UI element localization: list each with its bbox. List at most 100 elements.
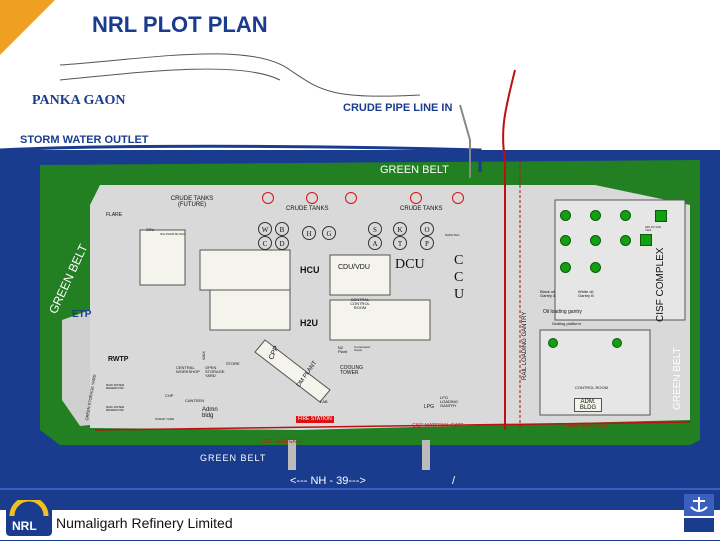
village-label: PANKA GAON xyxy=(32,93,126,108)
admin-bldg-label: Admn bldg xyxy=(202,407,218,419)
tank-a: A xyxy=(368,236,382,250)
crude-tanks-future-label: CRUDE TANKS (FUTURE) xyxy=(170,196,214,208)
lpg-label: LPG xyxy=(424,404,435,410)
kv-yard-label: 220 KV GIS Yard xyxy=(645,225,661,232)
scrap-label: SCRAP YARD xyxy=(155,417,175,421)
lpg-loading-label: LPG LOADING GANTRY xyxy=(440,395,459,408)
power-plant-strip xyxy=(254,339,331,403)
cisf-block-1 xyxy=(640,234,652,246)
sru-label: SRU xyxy=(146,227,155,232)
corner-triangle xyxy=(0,0,55,55)
tree-3 xyxy=(620,210,631,221)
fence-line xyxy=(94,421,691,431)
green-belt-right-label: GREEN BELT xyxy=(672,347,683,410)
tree-8 xyxy=(590,262,601,273)
anchor-icon xyxy=(684,494,714,516)
rwtp-label: RWTP xyxy=(108,356,129,363)
page-title: NRL PLOT PLAN xyxy=(92,12,268,37)
tank-red-4 xyxy=(410,192,422,204)
naphtha-label: NAPHTHA xyxy=(445,233,460,237)
tree-5 xyxy=(590,235,601,246)
raw-water-2-label: RAW WATER RESERVOIR xyxy=(106,405,125,412)
unit-block xyxy=(329,254,391,296)
company-name: Numaligarh Refinery Limited xyxy=(56,515,233,531)
highway-label: <--- NH - 39---> xyxy=(290,475,366,487)
raw-water-label: RAW WATER RESERVOIR xyxy=(106,383,125,390)
green-belt-bottom-label: GREEN BELT xyxy=(200,453,267,463)
logo-text: NRL xyxy=(12,519,37,533)
tank-g: G xyxy=(322,226,336,240)
highway-line xyxy=(0,488,720,490)
storage-band xyxy=(62,310,90,426)
tank-red-2 xyxy=(306,192,318,204)
tank-b: B xyxy=(275,222,289,236)
cisf-block-2 xyxy=(655,210,667,222)
crude-tanks-right-label: CRUDE TANKS xyxy=(400,206,443,212)
tank-red-3 xyxy=(345,192,357,204)
central-control-room-label: CENTRAL CONTROL ROOM xyxy=(350,297,370,310)
tree-9 xyxy=(548,338,558,348)
sealing-platform-label: Sealing platform xyxy=(552,321,581,326)
storm-water-channel xyxy=(0,144,482,172)
store-label: STORE xyxy=(226,361,240,366)
tree-7 xyxy=(560,262,571,273)
cisf-complex-label: CISF COMPLEX xyxy=(655,247,666,322)
tank-w: W xyxy=(258,222,272,236)
white-oil-gantry-label: White oil Gantry B xyxy=(578,289,594,298)
river-sketch-2 xyxy=(59,68,281,81)
dcu-label: DCU xyxy=(395,257,425,272)
nrl-logo: NRL xyxy=(6,496,52,536)
rail-loading-gantry-label: RAIL LOADING GANTRY xyxy=(522,311,528,380)
highway-mark: / xyxy=(452,475,456,487)
storm-water-label: STORM WATER OUTLET xyxy=(20,134,149,146)
central-workshop-label: CENTRAL WORKSHOP xyxy=(176,365,200,374)
tree-10 xyxy=(612,338,622,348)
black-oil-gantry-label: Black oil Gantry A xyxy=(540,289,556,298)
footer-strip xyxy=(0,510,720,540)
road-main-2 xyxy=(422,440,430,480)
tank-red-5 xyxy=(452,192,464,204)
rail-line xyxy=(502,69,516,430)
flare-label: FLARE xyxy=(106,212,123,218)
tree-4 xyxy=(560,235,571,246)
compressor-label: Compressor house xyxy=(354,345,371,352)
hcu-label: HCU xyxy=(300,265,320,275)
tree-6 xyxy=(620,235,631,246)
control-room-label: CONTROL ROOM xyxy=(575,385,608,390)
tree-1 xyxy=(560,210,571,221)
cisf-main-gate-label: CISF MAIN GATE xyxy=(262,439,302,445)
crude-pipeline-label: CRUDE PIPE LINE IN xyxy=(343,102,453,114)
cisf-material-gate-label: CISF MATERIAL GATE xyxy=(412,423,464,429)
pipeline-route xyxy=(459,104,471,178)
tank-red-1 xyxy=(262,192,274,204)
river-sketch xyxy=(59,53,421,97)
tank-p: P xyxy=(420,236,434,250)
oil-loading-gantry-label: Oil loading gantry xyxy=(543,309,582,315)
n2-plant-label: N2 Plant xyxy=(338,345,348,354)
adm-bldg-label: ADM. BLDG xyxy=(574,398,602,412)
tank-o: O xyxy=(420,222,434,236)
tank-h: H xyxy=(302,226,316,240)
cdu-vdu-label: CDU/VDU xyxy=(338,264,370,271)
tree-2 xyxy=(590,210,601,221)
h2u-label: H2U xyxy=(300,318,319,328)
etp-label: ETP xyxy=(72,309,92,320)
road-main-1 xyxy=(288,440,296,480)
lab-label: LAB xyxy=(320,399,328,404)
tank-k: K xyxy=(393,222,407,236)
sulphur-label: SULPHUR BLOCK xyxy=(160,232,186,236)
wax-label: WAX xyxy=(201,351,206,360)
unit-block xyxy=(539,329,651,416)
top-land-area xyxy=(0,0,720,150)
tank-d: D xyxy=(275,236,289,250)
unit-block xyxy=(139,229,186,286)
canteen-label: CANTEEN xyxy=(185,398,205,403)
tank-t: T xyxy=(393,236,407,250)
green-belt-top-label: GREEN BELT xyxy=(380,164,449,176)
brand-icon xyxy=(684,518,714,532)
open-storage-yard-label: OPEN STORAGE YARD xyxy=(205,365,225,378)
ccu-label: C C U xyxy=(454,253,465,302)
unit-block xyxy=(329,299,431,341)
unit-block xyxy=(209,289,291,331)
